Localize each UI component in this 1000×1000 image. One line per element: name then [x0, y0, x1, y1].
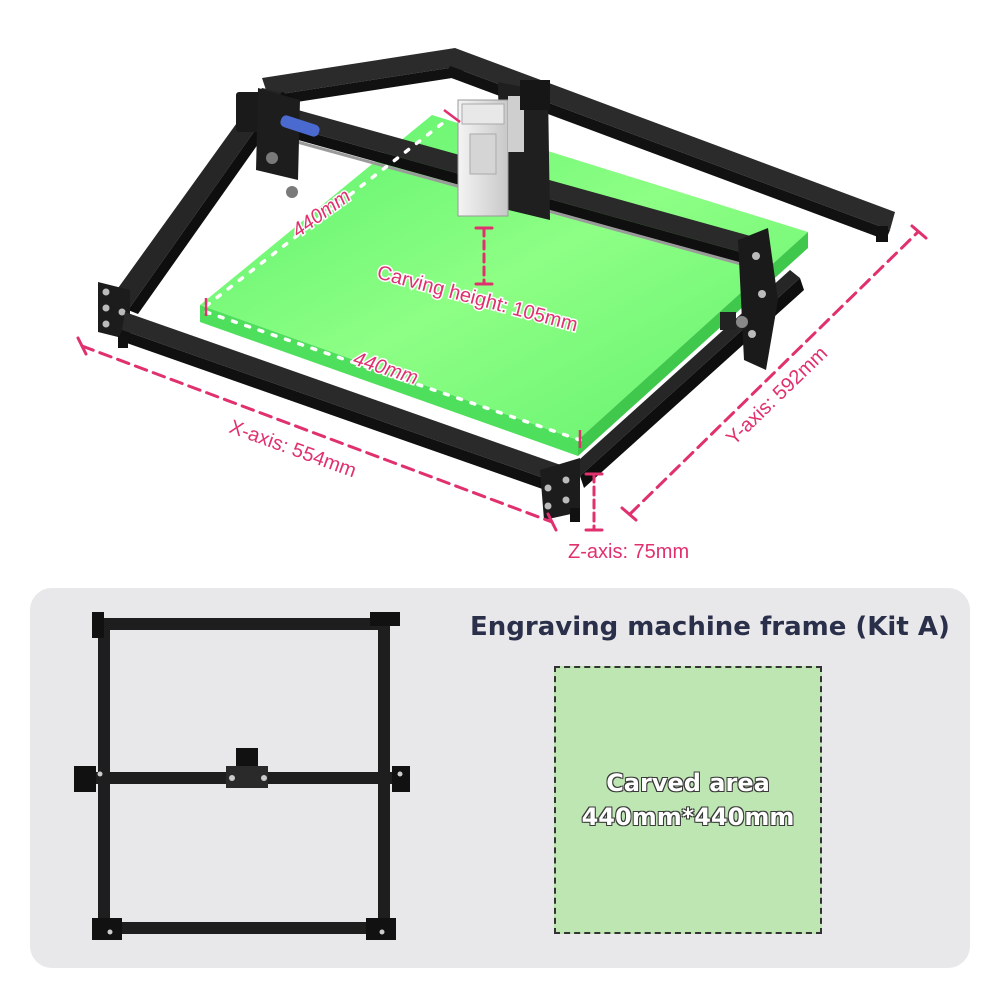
machine-illustration: X-axis: 554mm Y-axis: 592mm Z-axis: 75mm…	[76, 48, 928, 563]
z-axis-dimension-line	[584, 472, 604, 532]
work-bed	[200, 115, 808, 456]
frame-top-rail	[98, 618, 390, 630]
left-rail	[108, 88, 292, 314]
y-axis-dimension-line	[620, 224, 928, 522]
area-depth-line	[204, 114, 454, 308]
left-motor	[236, 88, 320, 198]
front-rail	[118, 312, 575, 498]
z-axis-label: Z-axis: 75mm	[568, 541, 689, 563]
area-width-line	[204, 310, 582, 442]
carved-area-box: Carved area 440mm*440mm	[554, 666, 822, 934]
frame-laser-head	[236, 748, 258, 768]
back-rail	[262, 48, 465, 106]
carving-height-line	[474, 226, 494, 286]
carved-area-size: 440mm*440mm	[581, 802, 795, 831]
back-right-foot	[876, 226, 888, 242]
x-axis-label: X-axis: 554mm	[226, 416, 359, 482]
kit-info-panel: Engraving machine frame (Kit A) Carved a…	[30, 588, 970, 968]
panel-title: Engraving machine frame (Kit A)	[470, 612, 950, 642]
front-left-foot	[118, 336, 128, 348]
y-axis-label: Y-axis: 592mm	[722, 342, 832, 449]
carved-area-label: Carved area	[606, 768, 771, 797]
laser-head	[457, 80, 550, 220]
frame-bottom-rail	[98, 922, 390, 934]
right-bracket	[720, 228, 778, 370]
right-rail	[446, 48, 895, 240]
front-right-bracket	[540, 458, 580, 522]
front-left-bracket	[98, 282, 130, 340]
frame-top-view	[74, 612, 410, 940]
x-axis-dimension-line	[76, 336, 558, 532]
